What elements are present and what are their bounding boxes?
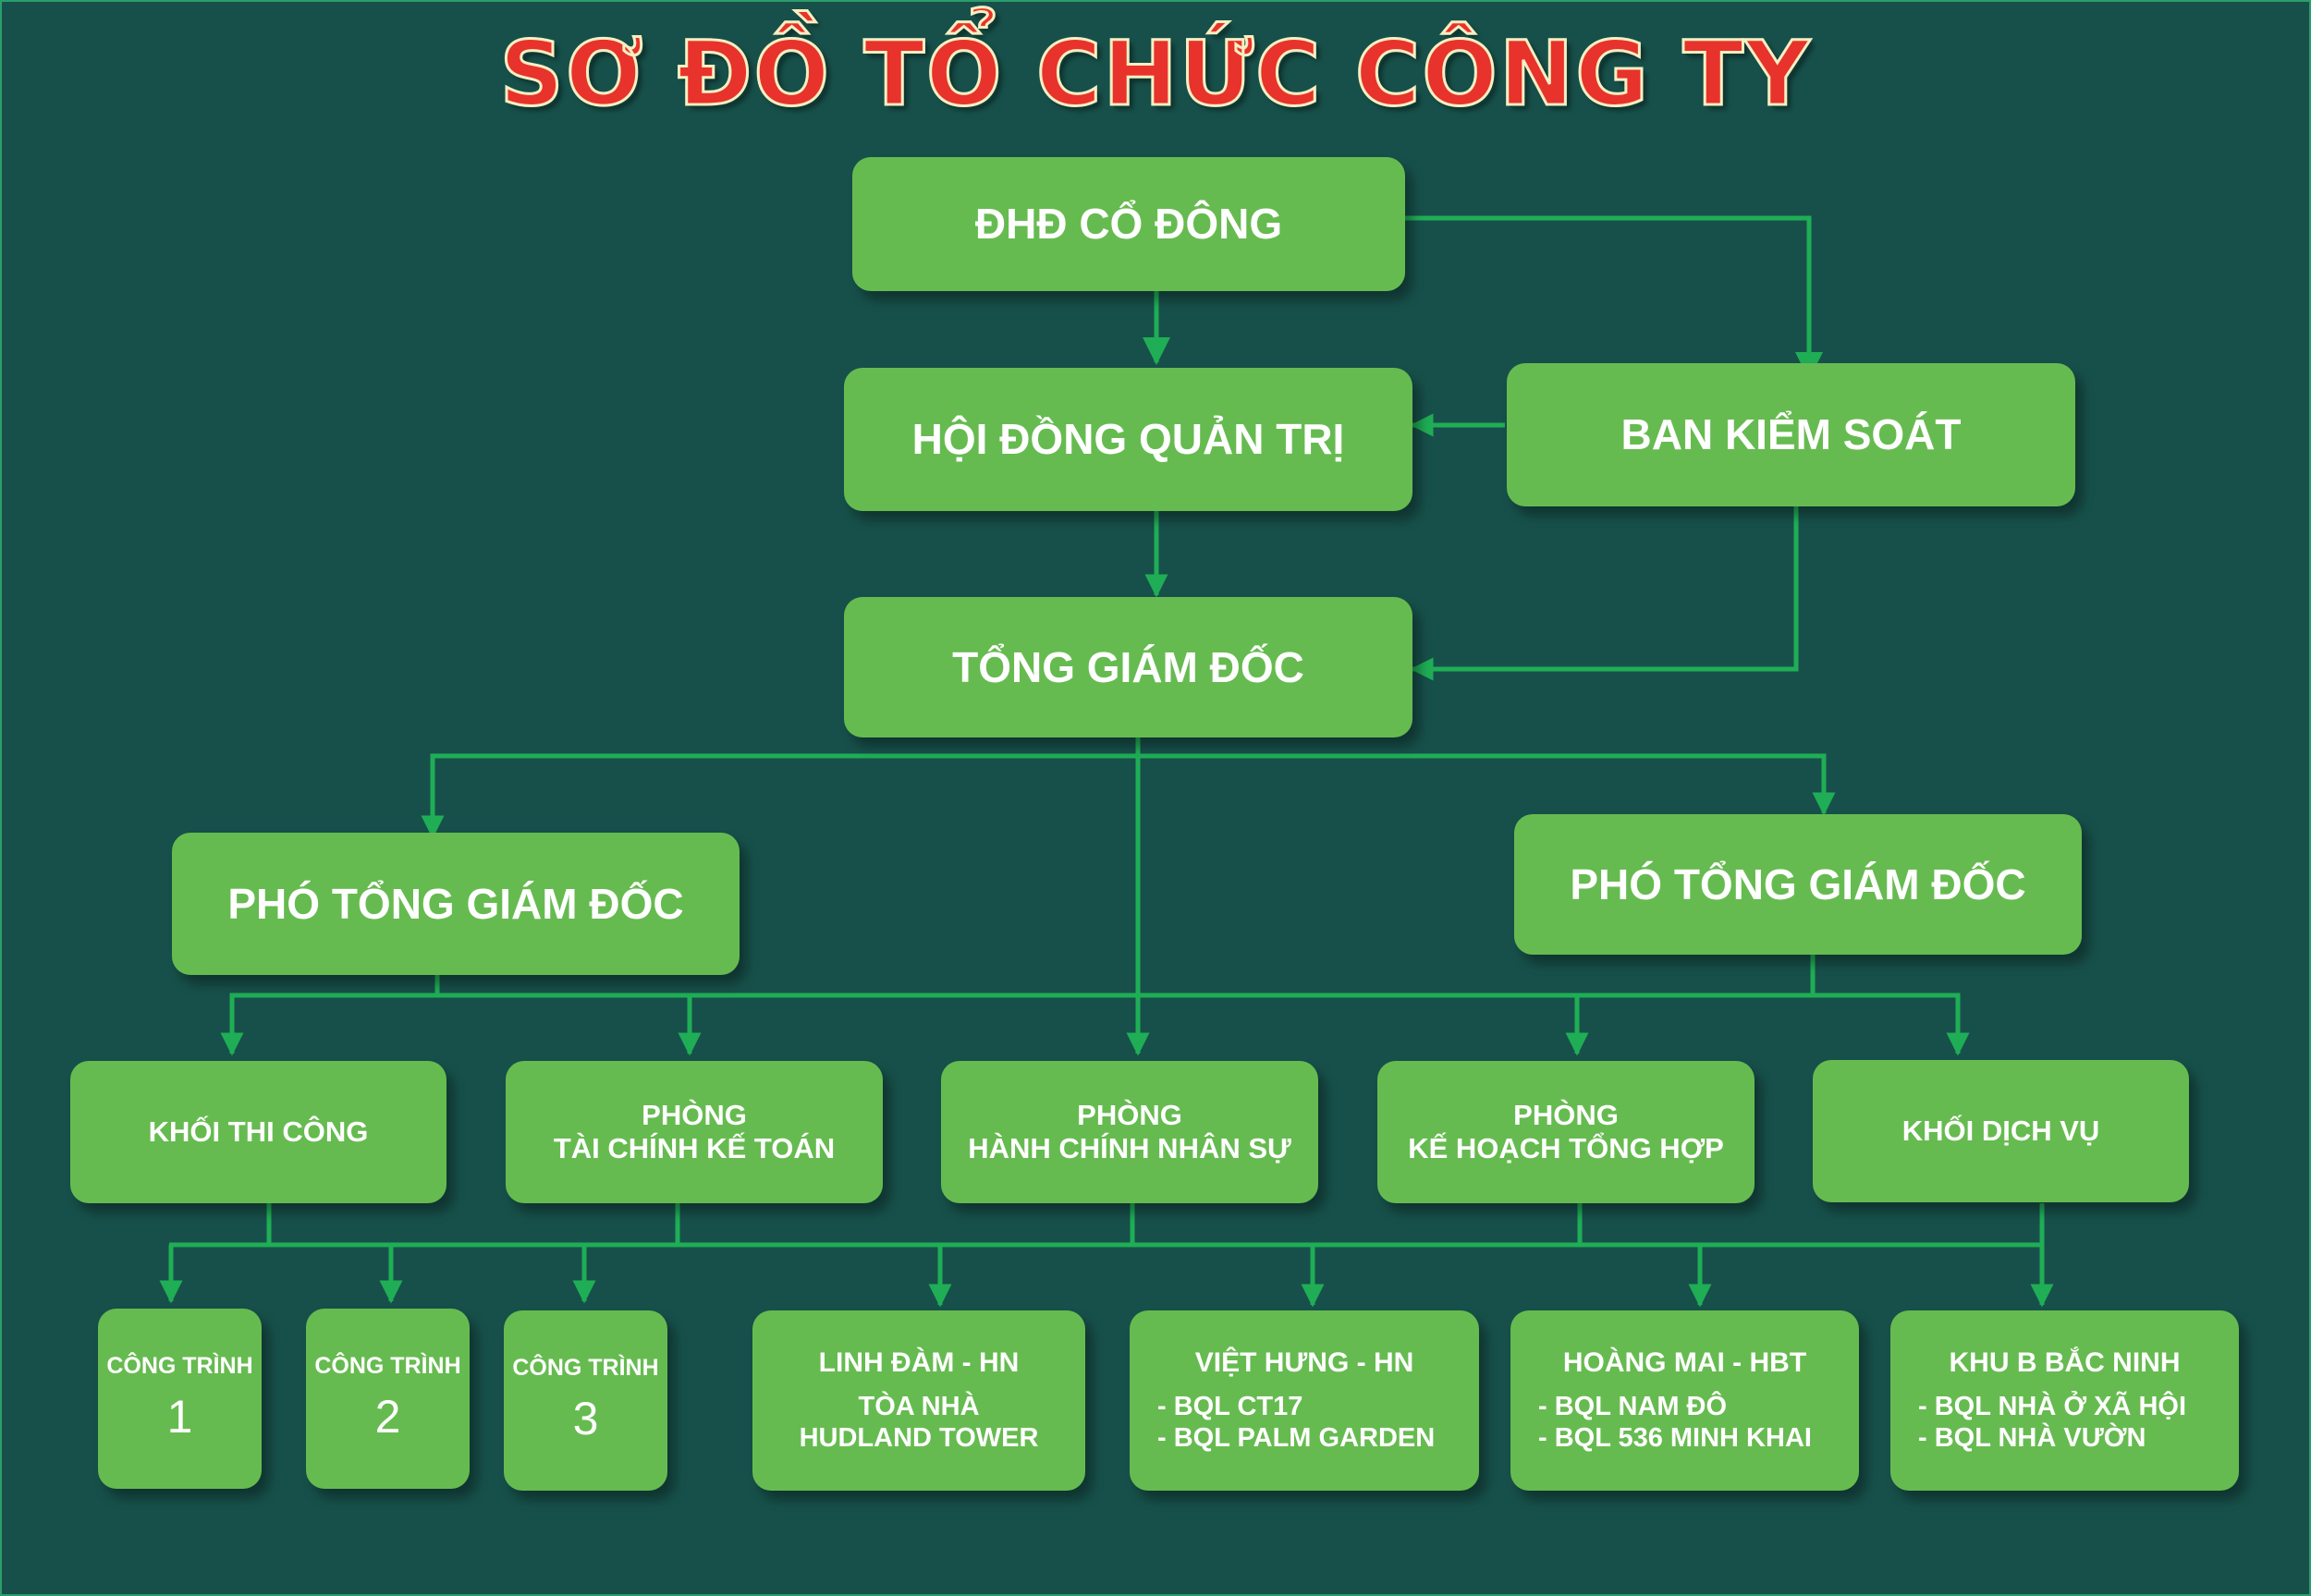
deputy-right-label: PHÓ TỔNG GIÁM ĐỐC [1570, 859, 2026, 908]
box-site-hoang-mai: HOÀNG MAI - HBT - BQL NAM ĐÔ - BQL 536 M… [1510, 1310, 1859, 1491]
dept-finance-line2: TÀI CHÍNH KẾ TOÁN [553, 1132, 836, 1164]
box-site-viet-hung: VIỆT HƯNG - HN - BQL CT17 - BQL PALM GAR… [1130, 1310, 1479, 1491]
box-dept-services: KHỐI DỊCH VỤ [1813, 1060, 2189, 1202]
box-project-2: CÔNG TRÌNH 2 [306, 1309, 470, 1489]
site-viet-hung-title: VIỆT HƯNG - HN [1194, 1346, 1414, 1378]
site-linh-dam-line1: TÒA NHÀ [858, 1392, 980, 1422]
deputy-left-label: PHÓ TỔNG GIÁM ĐỐC [227, 879, 684, 928]
box-dept-construction: KHỐI THI CÔNG [70, 1061, 446, 1203]
box-dept-finance: PHÒNG TÀI CHÍNH KẾ TOÁN [506, 1061, 883, 1203]
site-hoang-mai-title: HOÀNG MAI - HBT [1562, 1346, 1807, 1378]
box-dept-planning: PHÒNG KẾ HOẠCH TỔNG HỢP [1377, 1061, 1755, 1203]
site-viet-hung-line2: - BQL PALM GARDEN [1157, 1422, 1436, 1453]
site-bac-ninh-line2: - BQL NHÀ VƯỜN [1918, 1422, 2146, 1453]
site-linh-dam-line2: HUDLAND TOWER [799, 1422, 1039, 1453]
connector-supervisory-ceo [1410, 506, 1799, 681]
board-label: HỘI ĐỒNG QUẢN TRỊ [911, 415, 1345, 464]
project-1-label: CÔNG TRÌNH [106, 1353, 253, 1380]
site-viet-hung-lines: - BQL CT17 - BQL PALM GARDEN [1130, 1392, 1435, 1454]
shareholders-label: ĐHĐ CỔ ĐÔNG [974, 200, 1283, 249]
site-hoang-mai-lines: - BQL NAM ĐÔ - BQL 536 MINH KHAI [1510, 1392, 1812, 1454]
box-deputy-left: PHÓ TỔNG GIÁM ĐỐC [172, 833, 740, 975]
connector-deputy-right-services [1813, 993, 1970, 1056]
dept-hr-line2: HÀNH CHÍNH NHÂN SỰ [968, 1132, 1291, 1164]
dept-construction-label: KHỐI THI CÔNG [148, 1115, 369, 1149]
site-viet-hung-line1: - BQL CT17 [1157, 1392, 1303, 1422]
connector-ceo-deputy-left [421, 753, 1138, 839]
box-shareholders: ĐHĐ CỔ ĐÔNG [852, 157, 1405, 291]
connector-deputy-right [1565, 955, 1816, 1056]
site-hoang-mai-line2: - BQL 536 MINH KHAI [1538, 1422, 1812, 1453]
connector-deputy-left [220, 975, 440, 1056]
box-ceo: TỔNG GIÁM ĐỐC [844, 597, 1412, 737]
connector-deputy-left-finance [437, 993, 702, 1056]
site-hoang-mai-line1: - BQL NAM ĐÔ [1538, 1392, 1728, 1422]
project-3-label: CÔNG TRÌNH [512, 1355, 659, 1382]
ceo-label: TỔNG GIÁM ĐỐC [952, 642, 1304, 691]
dept-planning-line2: KẾ HOẠCH TỔNG HỢP [1408, 1132, 1724, 1164]
box-supervisory: BAN KIỂM SOÁT [1507, 363, 2075, 506]
project-2-label: CÔNG TRÌNH [314, 1353, 461, 1380]
connector-shareholders-supervisory [1403, 215, 1823, 380]
box-project-3: CÔNG TRÌNH 3 [504, 1310, 667, 1491]
connector-ceo-deputy-right [1138, 753, 1836, 816]
dept-hr-line1: PHÒNG [1077, 1099, 1182, 1132]
box-board: HỘI ĐỒNG QUẢN TRỊ [844, 368, 1412, 511]
box-dept-hr: PHÒNG HÀNH CHÍNH NHÂN SỰ [941, 1061, 1318, 1203]
site-bac-ninh-line1: - BQL NHÀ Ở XÃ HỘI [1918, 1392, 2187, 1422]
dept-finance-line1: PHÒNG [642, 1099, 747, 1132]
project-1-number: 1 [166, 1391, 193, 1444]
dept-planning-line1: PHÒNG [1513, 1099, 1619, 1132]
site-linh-dam-title: LINH ĐÀM - HN [818, 1346, 1020, 1378]
supervisory-label: BAN KIỂM SOÁT [1620, 410, 1962, 459]
box-deputy-right: PHÓ TỔNG GIÁM ĐỐC [1514, 814, 2082, 955]
dept-services-label: KHỐI DỊCH VỤ [1901, 1115, 2100, 1148]
site-bac-ninh-lines: - BQL NHÀ Ở XÃ HỘI - BQL NHÀ VƯỜN [1890, 1392, 2186, 1454]
page-title: SƠ ĐỒ TỔ CHỨC CÔNG TY [498, 21, 1812, 128]
box-site-linh-dam: LINH ĐÀM - HN TÒA NHÀ HUDLAND TOWER [752, 1310, 1085, 1491]
site-bac-ninh-title: KHU B BẮC NINH [1949, 1346, 2181, 1378]
project-2-number: 2 [374, 1391, 401, 1444]
box-site-bac-ninh: KHU B BẮC NINH - BQL NHÀ Ở XÃ HỘI - BQL … [1890, 1310, 2239, 1491]
project-3-number: 3 [572, 1393, 599, 1445]
box-project-1: CÔNG TRÌNH 1 [98, 1309, 262, 1489]
